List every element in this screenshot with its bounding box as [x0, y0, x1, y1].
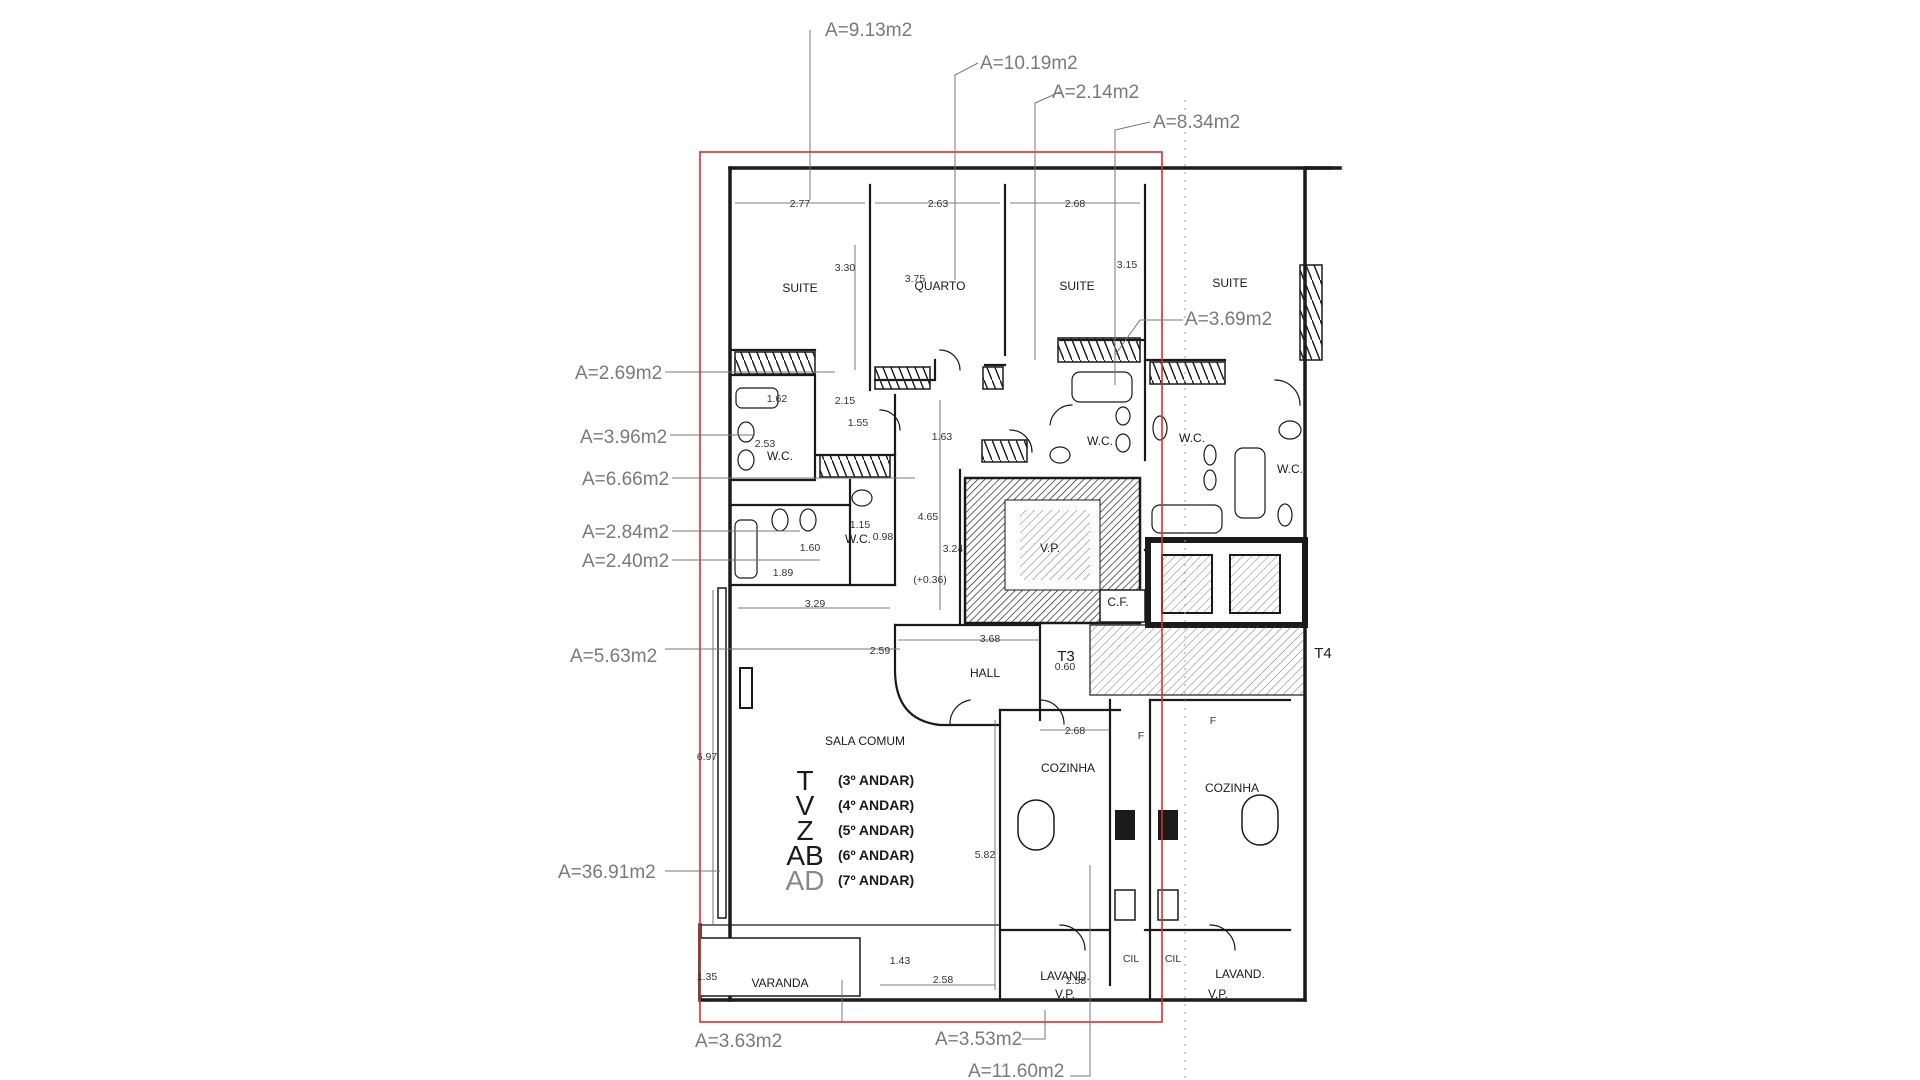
floor-letter-2: V	[796, 790, 815, 821]
dim-2-59: 2.59	[870, 645, 891, 657]
dimension-labels: 2.77 2.63 2.68 3.30 3.75 3.15 1.62 2.15 …	[697, 198, 1138, 987]
room-label-f-a: F	[1138, 730, 1144, 742]
room-label-cozinha-b: COZINHA	[1205, 781, 1259, 795]
room-label-lavand-a: LAVAND.	[1040, 969, 1090, 983]
dim-2-68-top: 2.68	[1065, 198, 1086, 210]
area-label-10-19: A=10.19m2	[980, 53, 1078, 74]
unit-tag-t3: T3	[1057, 648, 1075, 665]
dim-2-58-balcony: 2.58	[933, 974, 954, 986]
room-label-wc-a: W.C.	[767, 449, 793, 463]
room-label-wc-b: W.C.	[845, 532, 871, 546]
room-label-vp-b: V.P.	[1208, 987, 1228, 1001]
room-label-sala-comum: SALA COMUM	[825, 734, 905, 748]
room-label-suite-b: SUITE	[1059, 279, 1094, 293]
dimension-lines	[712, 202, 1140, 990]
area-label-6-66: A=6.66m2	[582, 469, 669, 490]
unit-selection-frame	[699, 151, 1163, 1023]
room-label-suite-c: SUITE	[1212, 276, 1247, 290]
door-swings	[879, 349, 1301, 951]
dim-3-24: 3.24	[943, 543, 964, 555]
dim-3-15: 3.15	[1117, 259, 1138, 271]
floor-text-1: (3º ANDAR)	[838, 772, 914, 788]
room-label-f-b: F	[1210, 715, 1216, 727]
floor-letter-5: AD	[786, 865, 825, 896]
area-label-3-96: A=3.96m2	[580, 427, 667, 448]
area-label-8-34: A=8.34m2	[1153, 112, 1240, 133]
room-label-cil-b: CIL	[1165, 953, 1182, 965]
area-label-36-91: A=36.91m2	[558, 862, 656, 883]
dim-2-77: 2.77	[790, 198, 811, 210]
room-label-suite-a: SUITE	[782, 281, 817, 295]
floor-text-3: (5º ANDAR)	[838, 822, 914, 838]
area-leaders	[665, 30, 1183, 1077]
room-label-vp-a: V.P.	[1055, 987, 1075, 1001]
dim-5-82: 5.82	[975, 849, 996, 861]
dim-1-55: 1.55	[848, 417, 869, 429]
dim-2-68-kitchen: 2.68	[1065, 725, 1086, 737]
room-label-quarto: QUARTO	[915, 279, 966, 293]
dim-3-75: 3.75	[905, 273, 926, 285]
dim-3-30: 3.30	[835, 262, 856, 274]
dim-1-15: 1.15	[850, 519, 871, 531]
area-label-3-63: A=3.63m2	[695, 1031, 782, 1052]
room-label-wc-e: W.C.	[1277, 462, 1303, 476]
area-label-2-14: A=2.14m2	[1052, 82, 1139, 103]
dim-1-89: 1.89	[773, 567, 794, 579]
room-label-wc-c: W.C.	[1087, 434, 1113, 448]
room-label-cf: C.F.	[1107, 595, 1128, 609]
area-label-3-53: A=3.53m2	[935, 1029, 1022, 1050]
dim-1-62: 1.62	[767, 393, 788, 405]
area-labels: A=9.13m2 A=10.19m2 A=2.14m2 A=8.34m2 A=3…	[558, 20, 1272, 1080]
dim-0-60: 0.60	[1055, 661, 1076, 673]
dim-2-63: 2.63	[928, 198, 949, 210]
dim-0-98: 0.98	[873, 531, 894, 543]
area-label-2-84: A=2.84m2	[582, 522, 669, 543]
dim-2-58-laundry: 2.58	[1066, 975, 1087, 987]
fixtures	[734, 371, 1302, 921]
dim-1-60: 1.60	[800, 542, 821, 554]
area-label-9-13: A=9.13m2	[825, 20, 912, 41]
dim-1-63: 1.63	[932, 431, 953, 443]
room-label-stair-vp: V.P.	[1040, 541, 1060, 555]
area-label-3-69: A=3.69m2	[1185, 309, 1272, 330]
room-label-cil-a: CIL	[1123, 953, 1140, 965]
room-label-cozinha-a: COZINHA	[1041, 761, 1095, 775]
floor-letter-3: Z	[796, 815, 813, 846]
floor-letter-1: T	[796, 765, 813, 796]
dim-3-68: 3.68	[980, 633, 1001, 645]
room-label-hall: HALL	[970, 666, 1000, 680]
wardrobes	[734, 264, 1323, 478]
dim-1-35: 1.35	[697, 971, 718, 983]
floor-text-5: (7º ANDAR)	[838, 872, 914, 888]
floor-legend: T (3º ANDAR) V (4º ANDAR) Z (5º ANDAR) A…	[786, 765, 915, 896]
floor-text-2: (4º ANDAR)	[838, 797, 914, 813]
dim-4-65: 4.65	[918, 511, 939, 523]
dim-1-43: 1.43	[890, 955, 911, 967]
room-label-varanda: VARANDA	[751, 976, 808, 990]
floor-letter-4: AB	[786, 840, 823, 871]
area-label-2-40: A=2.40m2	[582, 551, 669, 572]
interior-walls	[699, 166, 1332, 1002]
dim-2-53: 2.53	[755, 438, 776, 450]
dim-6-97: 6.97	[697, 751, 718, 763]
area-label-2-69: A=2.69m2	[575, 363, 662, 384]
room-label-lavand-b: LAVAND.	[1215, 967, 1265, 981]
stair-core	[963, 476, 1308, 696]
area-label-5-63: A=5.63m2	[570, 646, 657, 667]
dim-2-15: 2.15	[835, 395, 856, 407]
level-note: (+0.36)	[913, 574, 947, 586]
unit-tag-t4: T4	[1314, 645, 1332, 662]
room-label-wc-d: W.C.	[1179, 431, 1205, 445]
area-label-11-60: A=11.60m2	[968, 1061, 1064, 1080]
dim-3-29: 3.29	[805, 598, 826, 610]
floor-text-4: (6º ANDAR)	[838, 847, 914, 863]
